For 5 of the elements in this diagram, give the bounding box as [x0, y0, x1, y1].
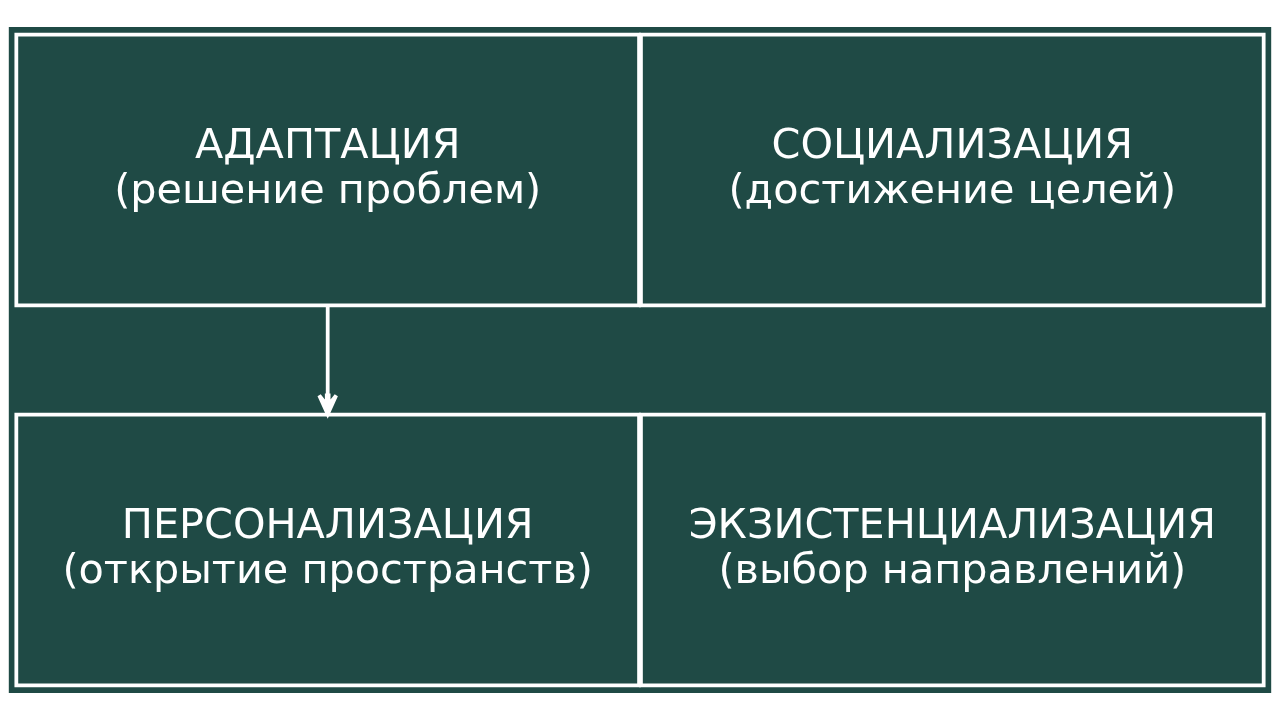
node-box: АДАПТАЦИЯ (решение проблем) [14, 32, 641, 308]
node-box: СОЦИАЛИЗАЦИЯ (достижение целей) [639, 32, 1266, 308]
node-box: ПЕРСОНАЛИЗАЦИЯ (открытие пространств) [14, 412, 641, 688]
node-box: ЭКЗИСТЕНЦИАЛИЗАЦИЯ (выбор направлений) [639, 412, 1266, 688]
arrow [317, 305, 339, 417]
